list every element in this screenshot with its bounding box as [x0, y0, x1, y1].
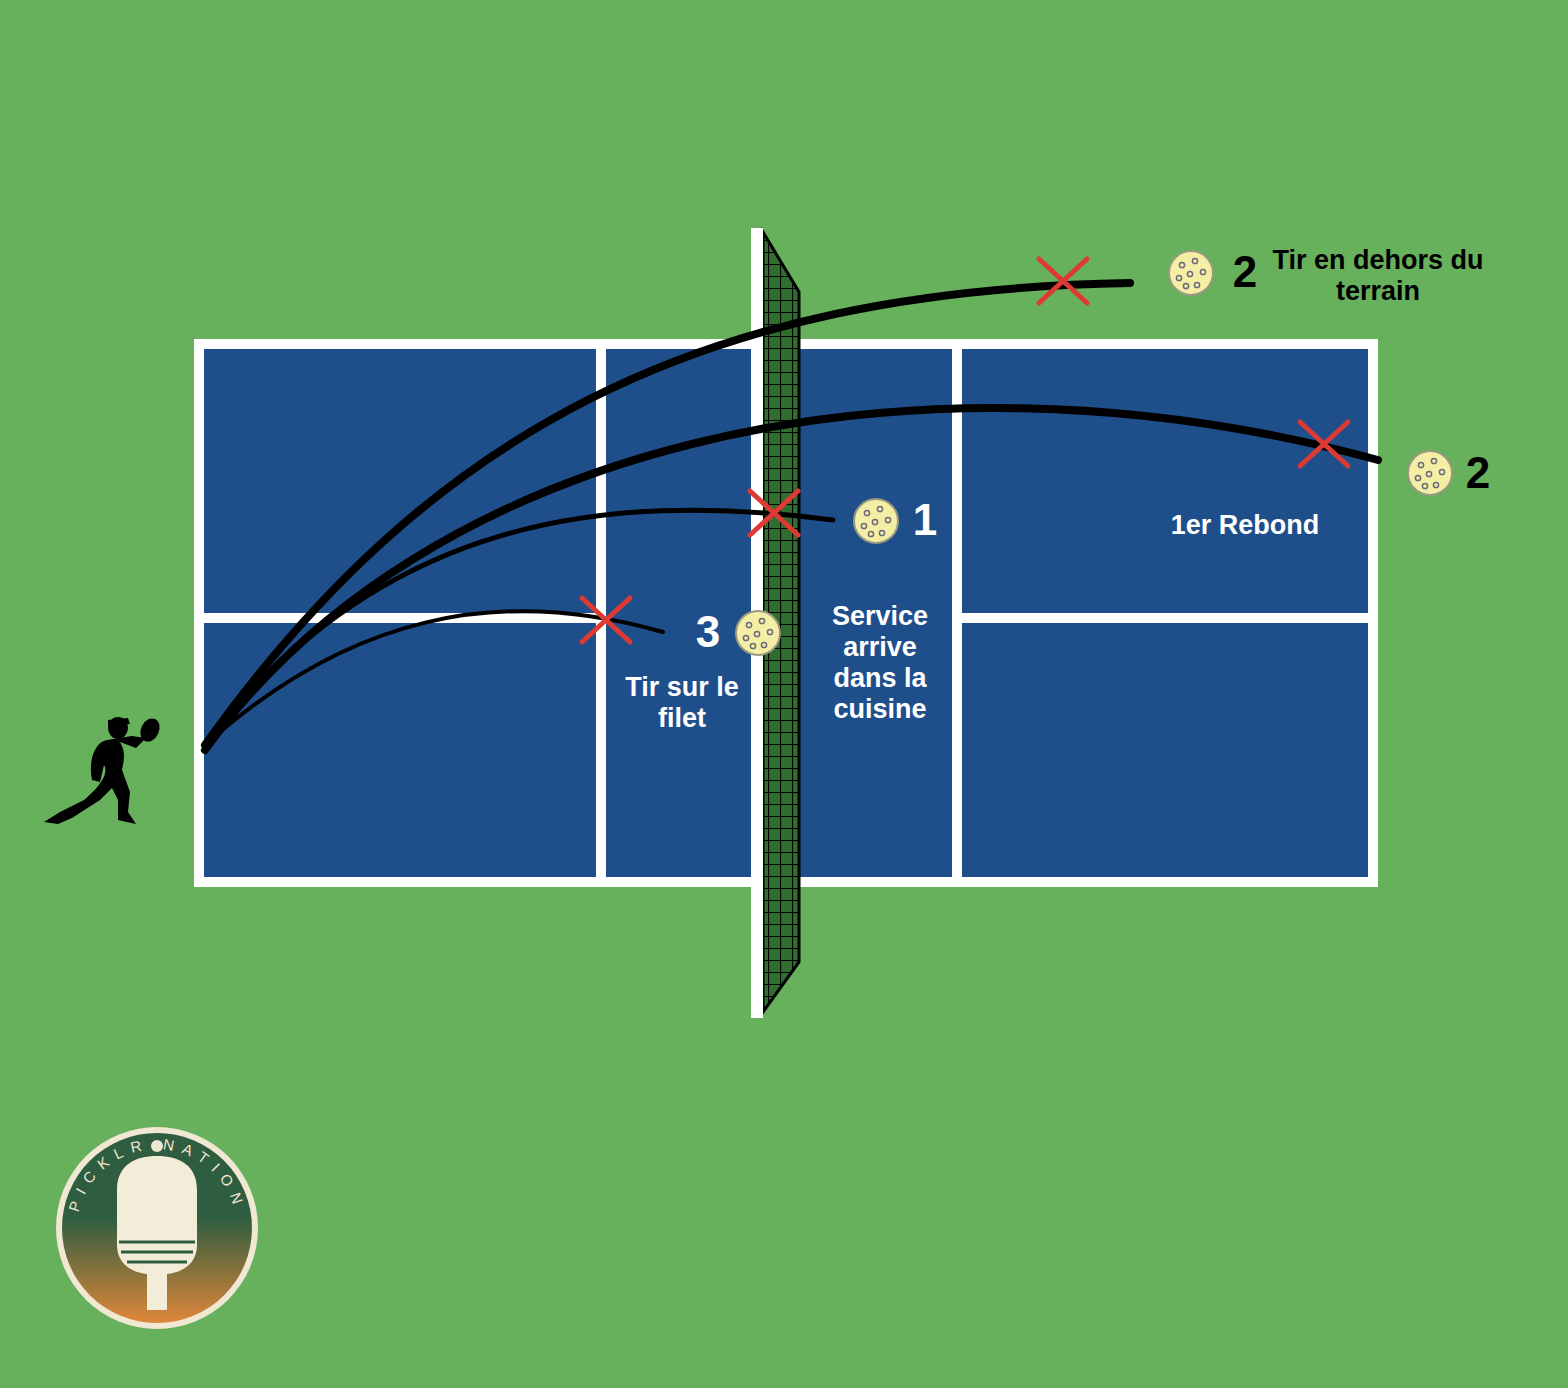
- balls: [736, 251, 1452, 655]
- note-label: Tir sur le filet: [622, 672, 742, 734]
- logo-text: PICKLR NATION: [65, 1135, 249, 1213]
- logo: PICKLR NATION: [56, 1127, 258, 1329]
- callout-number: 1: [913, 498, 937, 542]
- miss-crosses: [582, 259, 1348, 642]
- note-label: 1er Rebond: [1171, 510, 1320, 541]
- callout-number: 2: [1466, 451, 1490, 495]
- callout-number: 2: [1233, 250, 1257, 294]
- note-label: Service arrive dans la cuisine: [815, 601, 945, 725]
- note-label: Tir en dehors du terrain: [1263, 245, 1493, 307]
- callout-number: 3: [696, 610, 720, 654]
- ball-trajectories: [205, 283, 1378, 750]
- player-silhouette: [44, 715, 163, 824]
